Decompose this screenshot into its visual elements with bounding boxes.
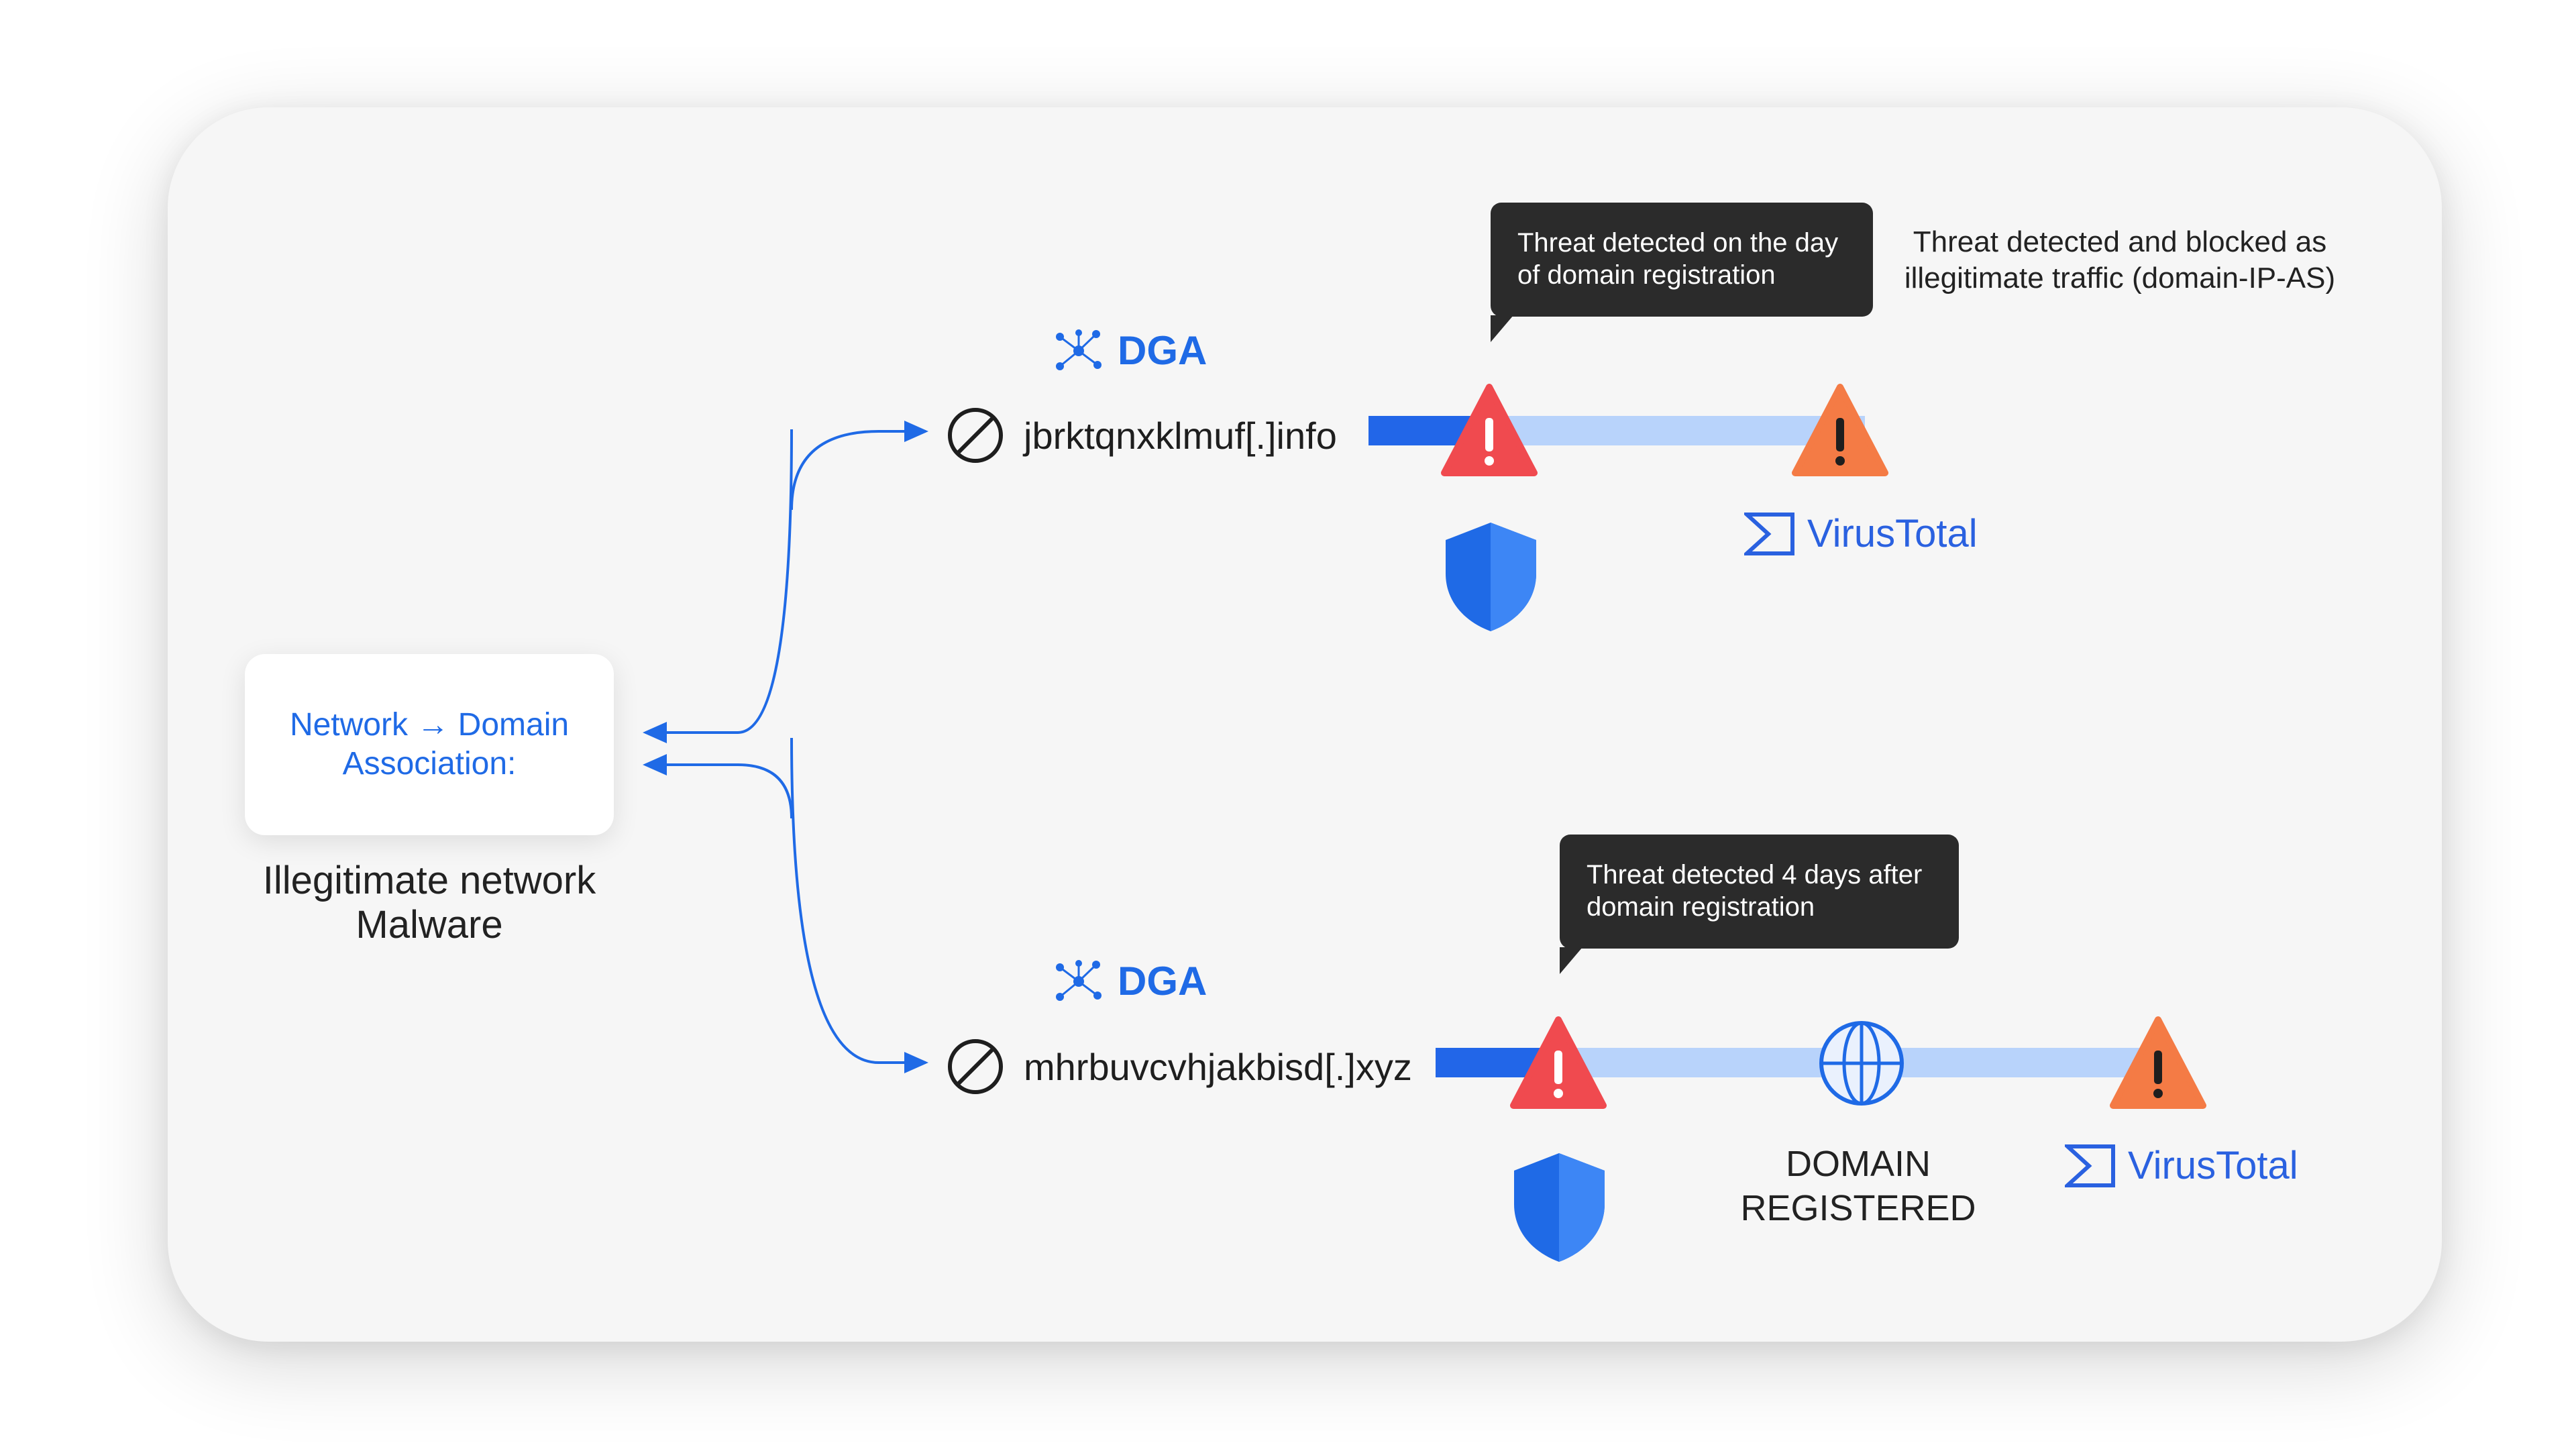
alert-triangle-icon	[2110, 1016, 2206, 1109]
domain-name-top: jbrktqnxklmuf[.]info	[1024, 414, 1337, 457]
dga-text-top: DGA	[1118, 328, 1208, 373]
detection-bubble-top: Threat detected on the day of domain reg…	[1491, 203, 1873, 342]
alert-triangle-icon	[1510, 1016, 1607, 1109]
dga-label-top: DGA	[1053, 327, 1207, 374]
alert-triangle-icon	[1441, 384, 1538, 476]
source-box-line2: Association:	[342, 746, 517, 782]
detection-bubble-bottom: Threat detected 4 days after domain regi…	[1560, 835, 1959, 974]
source-caption-line1: Illegitimate network	[262, 859, 596, 902]
alert-triangle-icon	[1792, 384, 1888, 476]
domain-row-top: jbrktqnxklmuf[.]info	[946, 406, 1337, 465]
shield-icon	[1514, 1153, 1605, 1262]
source-caption-line2: Malware	[356, 903, 503, 947]
arrow-to-domain-top	[790, 421, 928, 511]
registered-line1: DOMAIN	[1786, 1144, 1931, 1184]
bubble-top-line2: of domain registration	[1517, 260, 1776, 290]
domain-registered-label: DOMAIN REGISTERED	[1717, 1142, 1999, 1230]
source-box-line1: Network → Domain	[289, 707, 570, 743]
dga-text-bottom: DGA	[1118, 959, 1208, 1004]
virustotal-logo-top: VirusTotal	[1744, 511, 1978, 556]
shield-icon	[1446, 523, 1536, 631]
network-nodes-icon	[1056, 959, 1102, 1001]
source-box: Network → Domain Association:	[245, 654, 614, 835]
domain-row-bottom: mhrbuvcvhjakbisd[.]xyz	[946, 1037, 1412, 1096]
blocked-note: Threat detected and blocked as illegitim…	[1892, 224, 2348, 297]
arrow-to-source-top	[643, 429, 793, 743]
globe-icon	[1819, 1021, 1904, 1106]
virustotal-text-top: VirusTotal	[1807, 512, 1978, 555]
registered-line2: REGISTERED	[1740, 1188, 1976, 1228]
virustotal-text-bottom: VirusTotal	[2128, 1144, 2298, 1187]
block-icon	[948, 1039, 1003, 1094]
virustotal-logo-bottom: VirusTotal	[2065, 1143, 2298, 1188]
arrow-to-domain-bottom	[790, 737, 928, 1073]
network-nodes-icon	[1056, 329, 1102, 370]
timeline-bar-top	[1368, 416, 1865, 445]
blocked-note-line1: Threat detected and blocked as	[1913, 225, 2327, 258]
source-caption: Illegitimate network Malware	[201, 859, 657, 947]
blocked-note-line2: illegitimate traffic (domain-IP-AS)	[1904, 262, 2336, 294]
arrow-to-source-bottom	[643, 754, 793, 819]
virustotal-logo-icon	[1744, 512, 1794, 555]
bubble-top-line1: Threat detected on the day	[1517, 228, 1839, 258]
bubble-bottom-line1: Threat detected 4 days after	[1587, 860, 1923, 890]
domain-name-bottom: mhrbuvcvhjakbisd[.]xyz	[1024, 1045, 1412, 1088]
bubble-bottom-line2: domain registration	[1587, 892, 1815, 922]
dga-label-bottom: DGA	[1053, 958, 1207, 1004]
virustotal-logo-icon	[2065, 1144, 2115, 1187]
block-icon	[948, 408, 1003, 463]
